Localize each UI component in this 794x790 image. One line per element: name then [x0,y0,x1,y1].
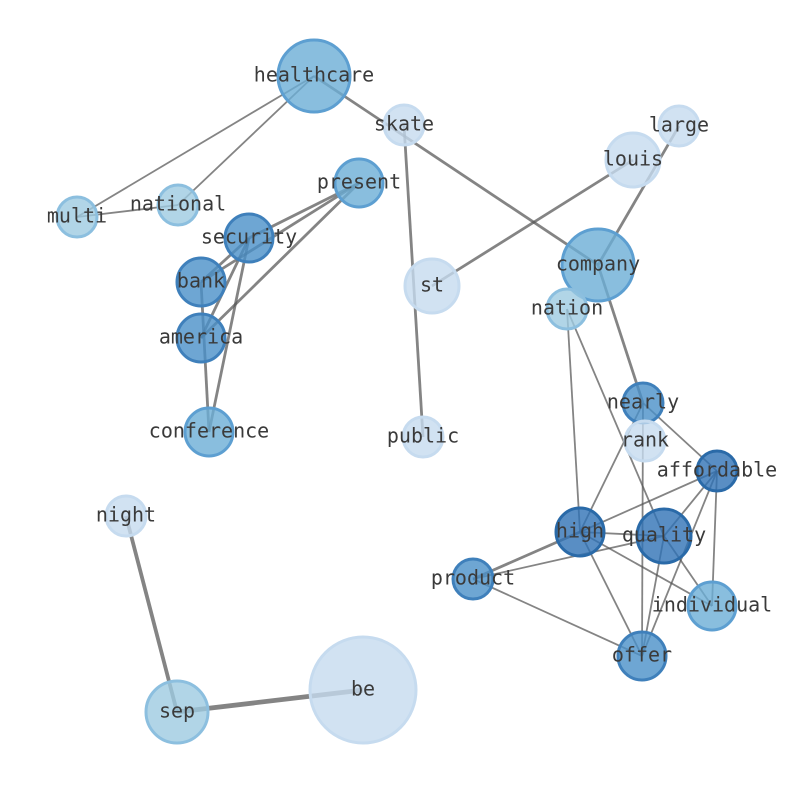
node-high [554,506,606,558]
node-label-product: product [431,566,515,590]
node-company [560,227,636,303]
node-healthcare [276,38,352,114]
node-label-nation: nation [531,296,603,320]
node-label-america: america [159,325,243,349]
node-label-national: national [130,192,226,216]
node-nation [545,287,589,331]
edge-nation-quality [566,308,665,537]
node-louis [604,131,662,189]
node-security [223,212,275,264]
node-be [308,635,418,745]
node-label-security: security [201,225,297,249]
node-label-high: high [556,519,604,543]
node-large [657,104,701,148]
node-label-affordable: affordable [657,458,777,482]
node-skate [382,103,426,147]
node-label-rank: rank [621,428,669,452]
node-label-louis: louis [603,147,663,171]
edge-nation-high [566,308,581,533]
edge-healthcare-company [313,74,599,267]
edge-present-bank [200,181,360,284]
node-st [403,257,461,315]
node-label-sep: sep [159,699,195,723]
node-label-be: be [351,677,375,701]
node-label-nearly: nearly [607,390,679,414]
edge-security-conference [207,237,251,433]
node-label-conference: conference [149,419,269,443]
node-label-quality: quality [622,523,706,547]
node-label-st: st [420,273,444,297]
node-sep [144,679,210,745]
node-label-multi: multi [47,204,107,228]
label-layer: healthcare skate large louis present multi nat… [47,63,777,723]
node-label-public: public [387,424,459,448]
node-label-offer: offer [612,643,672,667]
node-quality [635,507,693,565]
node-product [451,557,495,601]
node-affordable [695,449,739,493]
node-label-company: company [556,252,640,276]
edge-affordable-offer [641,470,718,657]
edge-present-america [200,182,360,339]
node-conference [183,406,235,458]
node-label-large: large [649,113,709,137]
node-label-individual: individual [652,593,772,617]
node-offer [616,630,668,682]
node-multi [55,195,99,239]
node-label-night: night [96,503,156,527]
node-present [333,157,385,209]
node-rank [623,419,667,463]
node-individual [686,580,738,632]
node-public [401,415,445,459]
node-label-bank: bank [177,269,225,293]
edge-louis-st [431,158,634,288]
node-night [104,494,148,538]
node-layer [55,38,739,745]
edge-healthcare-multi [76,75,315,218]
node-label-present: present [317,170,401,194]
edge-quality-product [472,535,665,580]
node-label-healthcare: healthcare [254,63,374,87]
node-label-skate: skate [374,112,434,136]
node-national [156,183,200,227]
node-bank [175,256,227,308]
node-america [175,312,227,364]
edge-product-offer [472,578,643,657]
edge-night-sep [124,515,179,713]
